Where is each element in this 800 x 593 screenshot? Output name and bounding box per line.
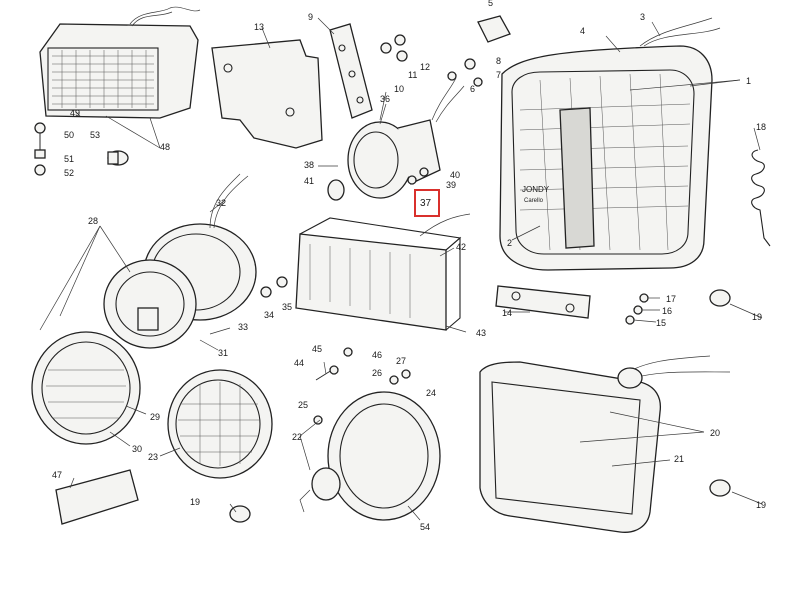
callout-27: 27 bbox=[396, 356, 406, 366]
bolt-group-50-52 bbox=[34, 122, 46, 176]
side-lamp-36 bbox=[347, 77, 465, 199]
callout-21: 21 bbox=[674, 454, 684, 464]
callout-5: 5 bbox=[488, 0, 493, 8]
rear-lamp-assembly bbox=[39, 6, 201, 119]
bulb-19-right-top bbox=[709, 289, 731, 307]
housing-54 bbox=[299, 391, 441, 521]
nuts-10-12 bbox=[380, 34, 408, 62]
callout-38: 38 bbox=[304, 160, 314, 170]
callout-30: 30 bbox=[132, 444, 142, 454]
rectangular-headlamp bbox=[499, 17, 721, 271]
callout-7: 7 bbox=[496, 70, 501, 80]
long-lamp-42-43 bbox=[295, 213, 471, 331]
callout-9: 9 bbox=[308, 12, 313, 22]
callout-54: 54 bbox=[420, 522, 430, 532]
callout-29: 29 bbox=[150, 412, 160, 422]
screw-25 bbox=[313, 415, 323, 425]
callout-35: 35 bbox=[282, 302, 292, 312]
callout-11: 11 bbox=[408, 70, 417, 80]
leader-36 bbox=[379, 103, 387, 125]
callout-4: 4 bbox=[580, 26, 585, 36]
parts-24-27 bbox=[389, 369, 411, 385]
callout-36: 36 bbox=[380, 94, 390, 104]
callout-20: 20 bbox=[710, 428, 720, 438]
bulb-19-right-bottom bbox=[709, 479, 731, 497]
callout-49: 49 bbox=[70, 108, 80, 118]
nuts-39-40 bbox=[407, 167, 429, 185]
sealed-beam-23 bbox=[167, 369, 273, 479]
plate-14 bbox=[495, 285, 591, 319]
callout-22: 22 bbox=[292, 432, 302, 442]
callout-25: 25 bbox=[298, 400, 308, 410]
callout-2: 2 bbox=[507, 238, 512, 248]
callout-26: 26 bbox=[372, 368, 382, 378]
callout-47: 47 bbox=[52, 470, 62, 480]
callout-45: 45 bbox=[312, 344, 322, 354]
callout-42: 42 bbox=[456, 242, 466, 252]
callout-8: 8 bbox=[496, 56, 501, 66]
bulb-41 bbox=[327, 179, 345, 201]
lamp-lens-brand: JONDY bbox=[522, 185, 550, 194]
lens-47 bbox=[55, 469, 139, 525]
callout-14: 14 bbox=[502, 308, 512, 318]
callout-24: 24 bbox=[426, 388, 436, 398]
bolts-44-46 bbox=[315, 347, 353, 381]
callout-16: 16 bbox=[662, 306, 672, 316]
callout-3: 3 bbox=[640, 12, 645, 22]
callout-46: 46 bbox=[372, 350, 382, 360]
ring-29-30 bbox=[31, 331, 141, 445]
callout-53: 53 bbox=[90, 130, 100, 140]
callout-37-highlight-box bbox=[414, 189, 440, 217]
parts-34-35 bbox=[260, 276, 288, 298]
callout-15: 15 bbox=[656, 318, 666, 328]
round-headlamp-28 bbox=[103, 173, 257, 349]
callout-12: 12 bbox=[420, 62, 430, 72]
large-rect-lamp-20-21 bbox=[479, 355, 731, 533]
callout-40: 40 bbox=[450, 170, 460, 180]
bulb-53 bbox=[107, 150, 129, 166]
callout-37: 37 bbox=[420, 198, 432, 209]
callout-32: 32 bbox=[216, 198, 226, 208]
callout-31: 31 bbox=[218, 348, 228, 358]
callout-1: 1 bbox=[746, 76, 751, 86]
callout-23: 23 bbox=[148, 452, 158, 462]
callout-13: 13 bbox=[254, 22, 264, 32]
callout-51: 51 bbox=[64, 154, 74, 164]
callout-33: 33 bbox=[238, 322, 248, 332]
callout-44: 44 bbox=[294, 358, 304, 368]
callout-6: 6 bbox=[470, 84, 475, 94]
callout-34: 34 bbox=[264, 310, 274, 320]
callout-19-right-top: 19 bbox=[752, 312, 762, 322]
bulb-19-left bbox=[229, 505, 251, 523]
callout-28: 28 bbox=[88, 216, 98, 226]
callout-17: 17 bbox=[666, 294, 676, 304]
callout-39: 39 bbox=[446, 180, 456, 190]
leader-lines bbox=[39, 17, 763, 521]
callout-10: 10 bbox=[394, 84, 404, 94]
callout-52: 52 bbox=[64, 168, 74, 178]
strip-9 bbox=[329, 23, 373, 119]
callout-50: 50 bbox=[64, 130, 74, 140]
callout-19-left: 19 bbox=[190, 497, 200, 507]
lamp-lens-subbrand: Carello bbox=[524, 198, 544, 204]
callout-19-right-bottom: 19 bbox=[756, 500, 766, 510]
bracket-13 bbox=[211, 39, 323, 149]
callout-41: 41 bbox=[304, 176, 314, 186]
callout-18: 18 bbox=[756, 122, 766, 132]
callout-labels: 1 2 3 4 5 6 7 8 9 10 11 12 13 14 15 16 1… bbox=[52, 0, 766, 532]
clip-5 bbox=[447, 15, 511, 87]
callout-48: 48 bbox=[160, 142, 170, 152]
callout-43: 43 bbox=[476, 328, 486, 338]
nuts-15-17 bbox=[625, 293, 649, 325]
spring-18 bbox=[751, 149, 771, 247]
